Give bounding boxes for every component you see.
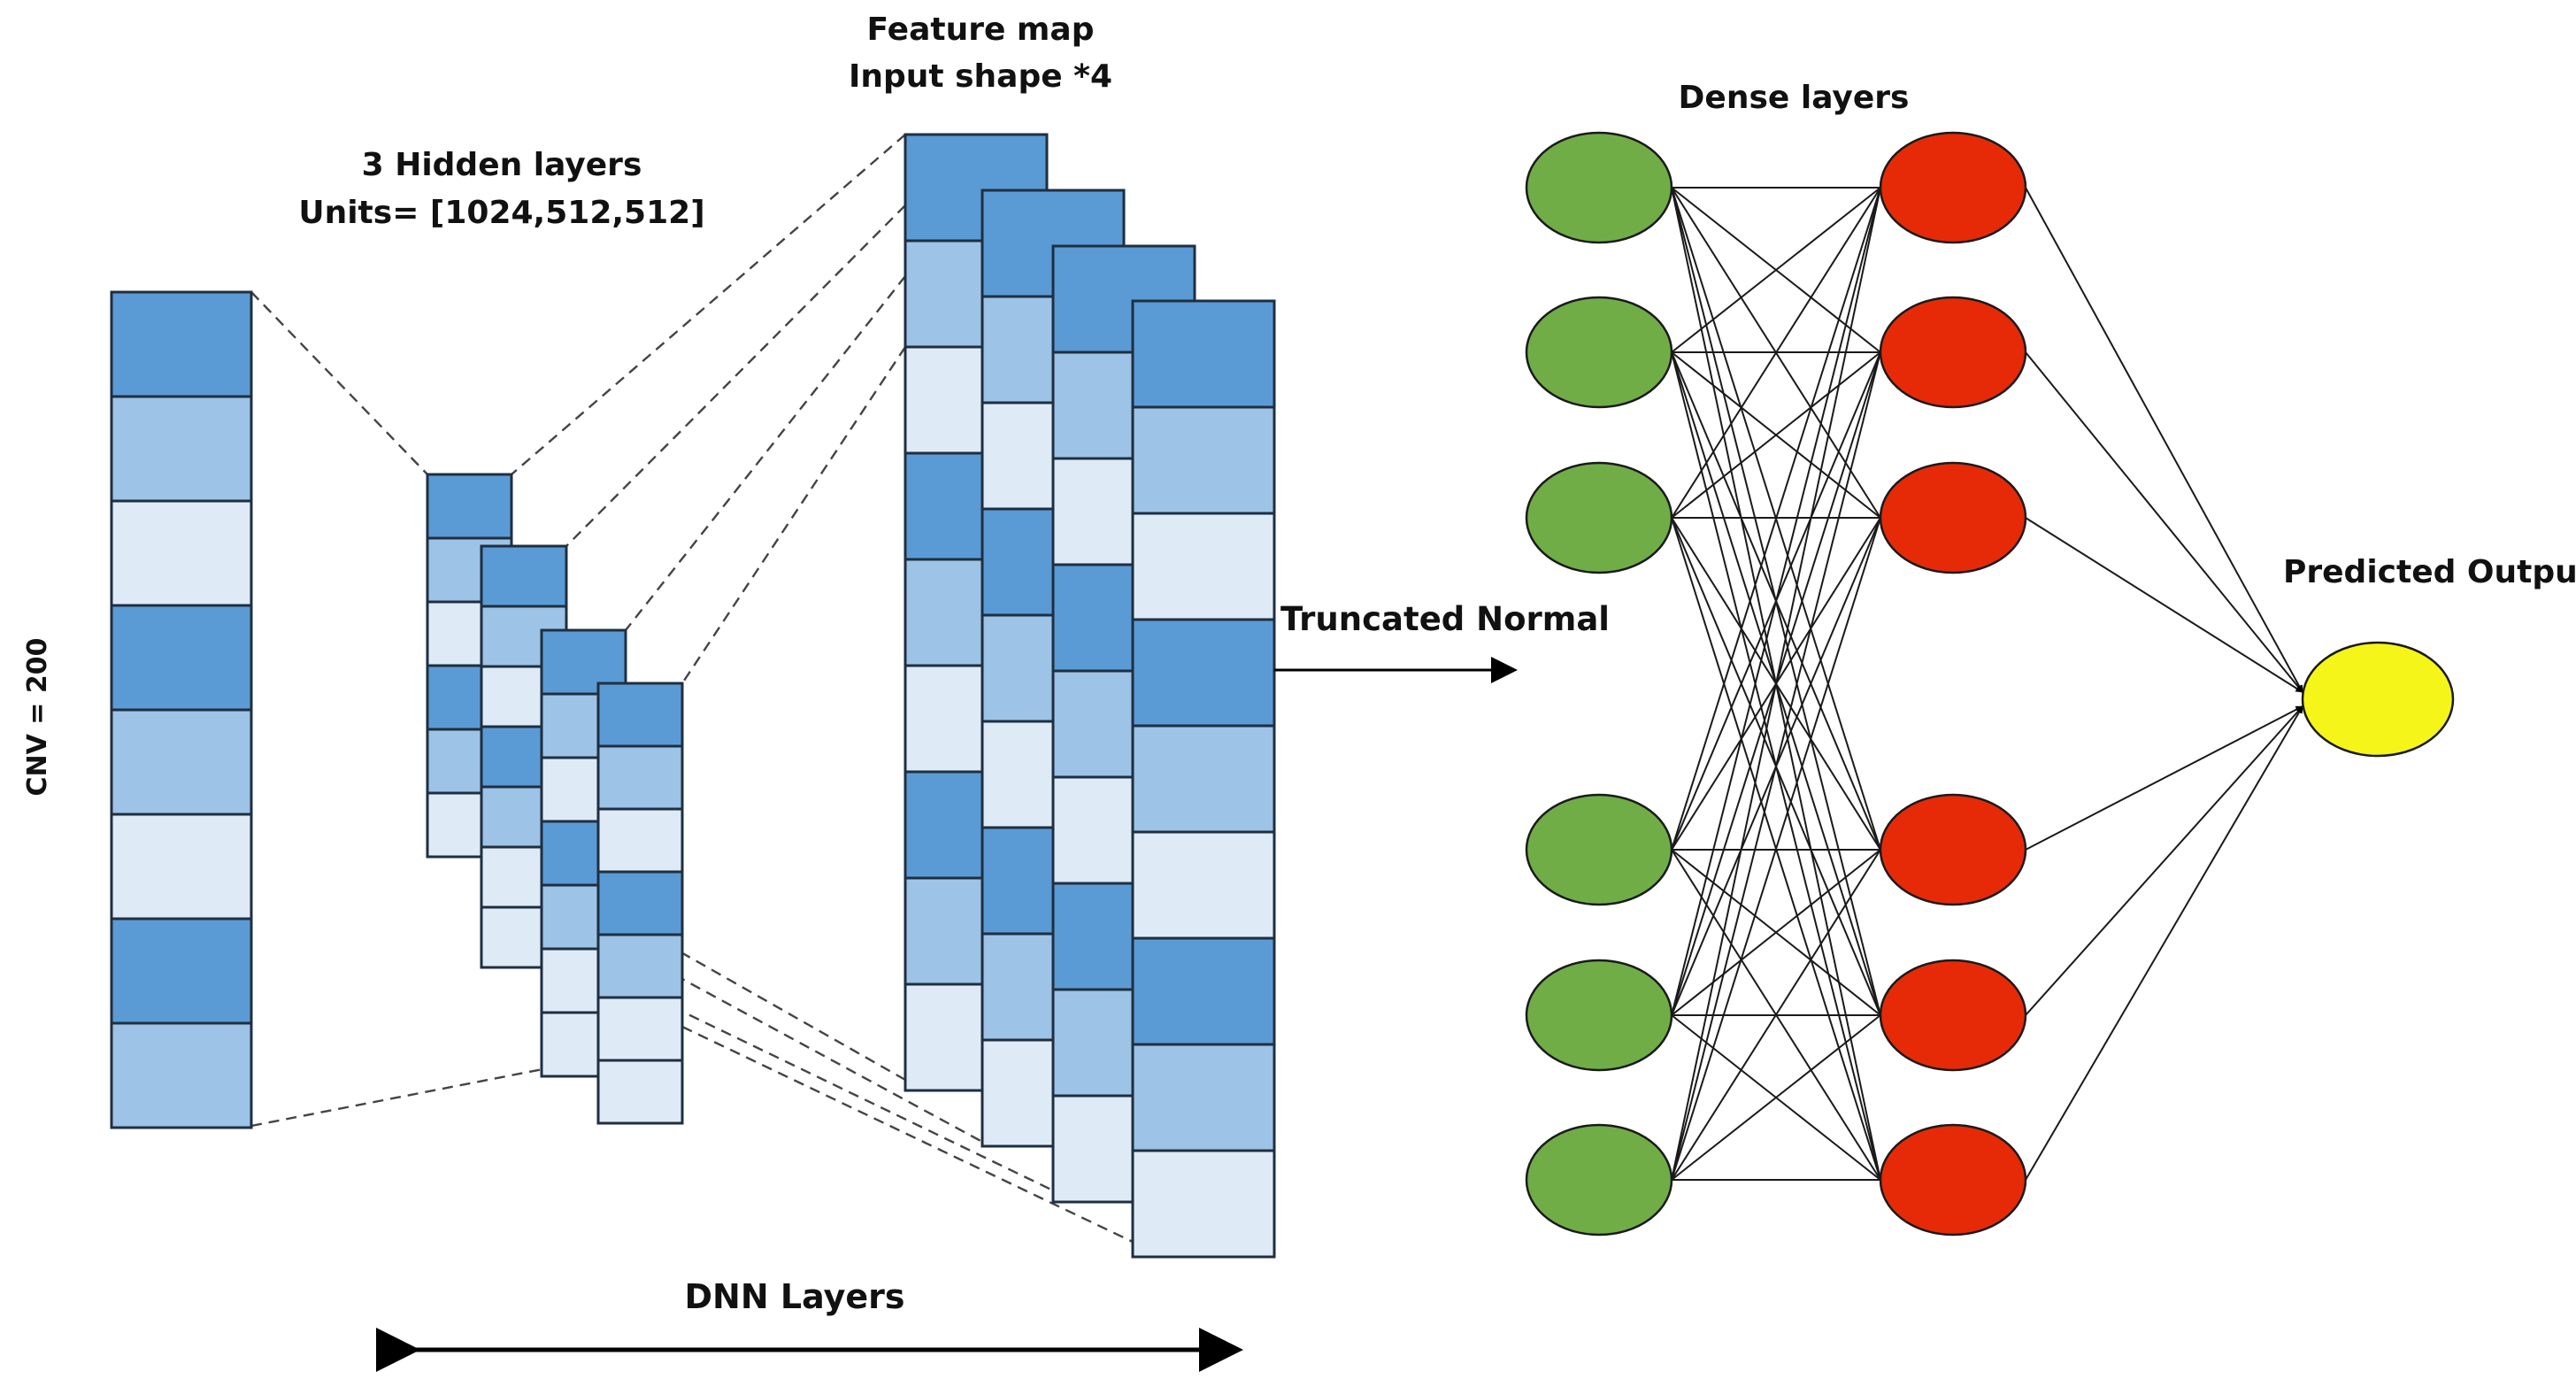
projection-line-1 bbox=[250, 291, 428, 475]
cell bbox=[596, 807, 684, 874]
connection-input-5-hidden-4 bbox=[1671, 849, 1881, 1016]
output-node bbox=[2301, 641, 2455, 758]
input-vector-stack bbox=[110, 290, 253, 1129]
predicted-output-label: Predicted Output bbox=[2283, 554, 2576, 590]
input-node-6 bbox=[1525, 1123, 1673, 1236]
projection-line-5 bbox=[625, 275, 906, 631]
feature-map-4-stack bbox=[1131, 299, 1276, 1259]
cell bbox=[1131, 1149, 1276, 1259]
dense-layers-label: Dense layers bbox=[1679, 80, 1910, 116]
connection-input-2-hidden-1 bbox=[1671, 187, 1881, 353]
connection-hidden-5-output bbox=[2025, 705, 2303, 1016]
input-node-1 bbox=[1525, 131, 1673, 244]
cell bbox=[110, 395, 253, 503]
network-nodes bbox=[1525, 131, 2455, 1236]
network-connections bbox=[1671, 187, 2303, 1181]
connection-input-6-hidden-4 bbox=[1671, 849, 1881, 1181]
cell bbox=[1131, 936, 1276, 1046]
cell bbox=[110, 1021, 253, 1129]
dense-node-3 bbox=[1879, 461, 2027, 574]
projection-line-6 bbox=[681, 346, 907, 684]
cell bbox=[596, 870, 684, 936]
cell bbox=[110, 290, 253, 398]
connection-input-3-hidden-1 bbox=[1671, 187, 1881, 519]
hidden-layers-title: 3 Hidden layers bbox=[362, 147, 642, 183]
dense-node-5 bbox=[1879, 959, 2027, 1072]
projection-lines bbox=[250, 134, 1134, 1244]
cell bbox=[596, 682, 684, 748]
connection-input-6-hidden-1 bbox=[1671, 187, 1881, 1181]
cell bbox=[110, 708, 253, 816]
feature-map-title: Feature map bbox=[867, 12, 1095, 48]
connection-hidden-4-output bbox=[2025, 705, 2303, 851]
hidden-layers-units: Units= [1024,512,512] bbox=[298, 195, 704, 231]
cell bbox=[1131, 724, 1276, 834]
cell bbox=[596, 933, 684, 999]
cell bbox=[1131, 618, 1276, 728]
connection-input-6-hidden-2 bbox=[1671, 351, 1881, 1181]
projection-line-4 bbox=[565, 204, 906, 547]
dense-node-6 bbox=[1879, 1123, 2027, 1236]
connection-input-6-hidden-3 bbox=[1671, 517, 1881, 1181]
input-node-4 bbox=[1525, 793, 1673, 906]
feature-map-shape: Input shape *4 bbox=[849, 58, 1112, 95]
layer-stacks bbox=[110, 133, 1276, 1259]
cell bbox=[596, 996, 684, 1062]
cell bbox=[1131, 830, 1276, 940]
cell bbox=[596, 1059, 684, 1125]
connection-hidden-3-output bbox=[2025, 517, 2303, 693]
cell bbox=[110, 813, 253, 921]
projection-line-2 bbox=[250, 1057, 598, 1128]
cell bbox=[426, 473, 513, 540]
truncated-normal-label: Truncated Normal bbox=[1280, 600, 1610, 638]
projection-line-9 bbox=[625, 982, 1054, 1192]
cell bbox=[1131, 1043, 1276, 1152]
connection-hidden-6-output bbox=[2025, 705, 2303, 1181]
projection-line-3 bbox=[511, 134, 906, 475]
connection-hidden-1-output bbox=[2025, 187, 2303, 693]
dense-node-2 bbox=[1879, 296, 2027, 409]
cell bbox=[110, 604, 253, 712]
cell bbox=[1131, 405, 1276, 515]
connection-input-6-hidden-5 bbox=[1671, 1014, 1881, 1181]
dnn-layers-label: DNN Layers bbox=[685, 1277, 905, 1316]
projection-line-10 bbox=[681, 1025, 1134, 1244]
cell bbox=[1131, 512, 1276, 621]
connection-input-4-hidden-1 bbox=[1671, 187, 1881, 851]
dense-node-4 bbox=[1879, 793, 2027, 906]
cell bbox=[110, 917, 253, 1025]
hidden-layer-4-stack bbox=[596, 682, 684, 1125]
cnv-label: CNV = 200 bbox=[22, 638, 53, 797]
dense-node-1 bbox=[1879, 131, 2027, 244]
input-node-2 bbox=[1525, 296, 1673, 409]
connection-hidden-2-output bbox=[2025, 351, 2303, 693]
connection-input-5-hidden-1 bbox=[1671, 187, 1881, 1016]
cell bbox=[596, 744, 684, 811]
input-node-5 bbox=[1525, 959, 1673, 1072]
cell bbox=[480, 544, 568, 608]
connection-input-3-hidden-2 bbox=[1671, 351, 1881, 519]
input-node-3 bbox=[1525, 461, 1673, 574]
cell bbox=[110, 499, 253, 607]
cell bbox=[1131, 299, 1276, 409]
